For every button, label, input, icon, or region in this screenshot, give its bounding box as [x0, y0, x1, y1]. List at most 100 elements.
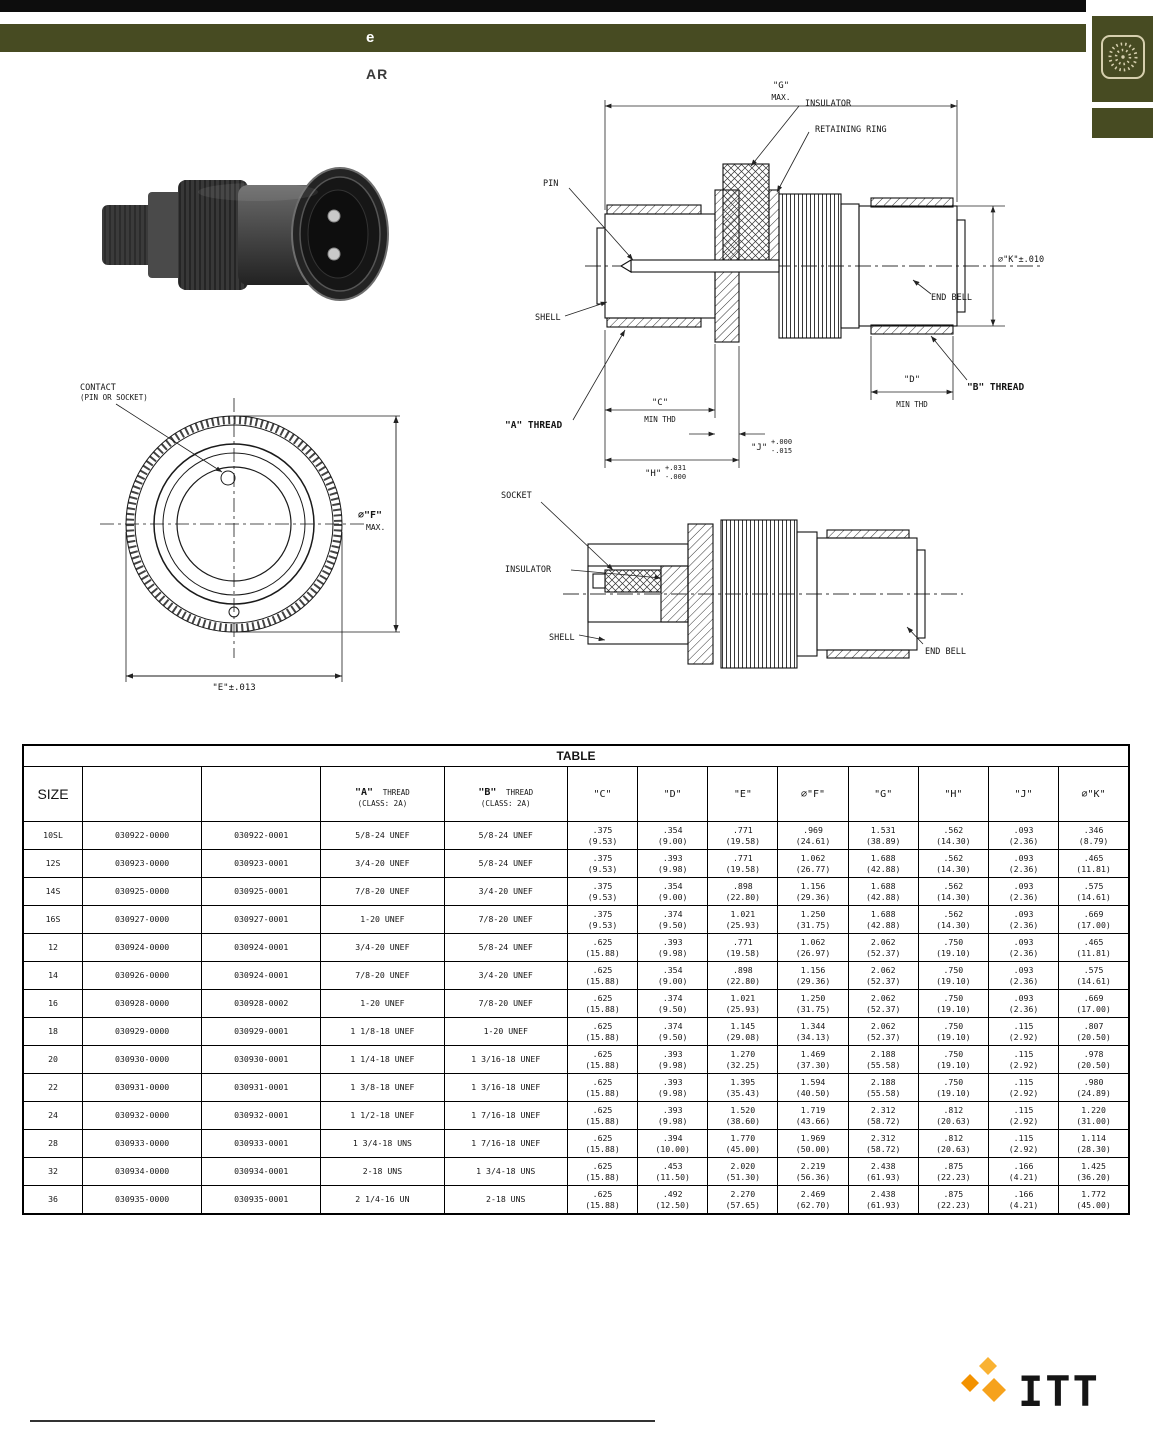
a-thread-big: "A" [355, 787, 374, 798]
header-part-number-2 [201, 766, 322, 822]
pin-section-body [596, 163, 966, 343]
table-cell: 1.531(38.89) [847, 821, 919, 850]
header-j: "J" [987, 766, 1060, 822]
table-cell: .166(4.21) [987, 1157, 1060, 1186]
table-cell: 2.062(52.37) [847, 989, 919, 1018]
table-cell: 3/4-20 UNEF [320, 933, 445, 962]
table-cell: .875(22.23) [917, 1185, 989, 1215]
table-cell: 030928-0000 [82, 989, 203, 1018]
table-cell: .625(15.88) [566, 933, 639, 962]
table-cell: .625(15.88) [566, 961, 639, 990]
table-cell: .093(2.36) [987, 877, 1060, 906]
table-cell: 1.688(42.88) [847, 877, 919, 906]
table-cell: .093(2.36) [987, 821, 1060, 850]
size-cell: 24 [22, 1101, 84, 1130]
header-c: "C" [566, 766, 639, 822]
table-cell: .625(15.88) [566, 1185, 639, 1215]
table-cell: 2.219(56.36) [777, 1157, 849, 1186]
size-cell: 18 [22, 1017, 84, 1046]
itt-logo-graphic: ITT [961, 1357, 1098, 1416]
table-cell: 2.062(52.37) [847, 961, 919, 990]
b-thread-label: "B" THREAD [967, 382, 1024, 393]
table-cell: .453(11.50) [637, 1157, 709, 1186]
k-dim-label: ∅"K"±.010 [998, 255, 1044, 265]
insulator-label: INSULATOR [505, 565, 552, 575]
table-cell: .750(19.10) [917, 1017, 989, 1046]
table-cell: .750(19.10) [917, 1045, 989, 1074]
table-cell: 030923-0001 [201, 849, 322, 878]
contact-label: CONTACT [80, 383, 116, 393]
table-cell: 5/8-24 UNEF [443, 849, 568, 878]
table-cell: 2.062(52.37) [847, 933, 919, 962]
product-photo [102, 167, 389, 301]
size-cell: 20 [22, 1045, 84, 1074]
size-cell: 28 [22, 1129, 84, 1158]
table-cell: 1.594(40.50) [777, 1073, 849, 1102]
socket-section-leaders [540, 501, 924, 645]
table-cell: 5/8-24 UNEF [443, 933, 568, 962]
header-g: "G" [847, 766, 919, 822]
e-dim-label: "E"±.013 [212, 683, 255, 693]
b-thread-word: THREAD [506, 788, 534, 797]
table-cell: 1.772(45.00) [1058, 1185, 1130, 1215]
table-cell: 1.469(37.30) [777, 1045, 849, 1074]
table-cell: .093(2.36) [987, 989, 1060, 1018]
table-cell: 1.250(31.75) [777, 989, 849, 1018]
table-cell: 1.688(42.88) [847, 849, 919, 878]
table-cell: .625(15.88) [566, 1157, 639, 1186]
table-cell: .750(19.10) [917, 933, 989, 962]
table-cell: 3/4-20 UNEF [320, 849, 445, 878]
table-cell: 2.188(55.58) [847, 1045, 919, 1074]
header-d: "D" [637, 766, 709, 822]
logo-diamond-icon [961, 1357, 1006, 1402]
table-cell: 1.425(36.20) [1058, 1157, 1130, 1186]
table-cell: 2.062(52.37) [847, 1017, 919, 1046]
table-cell: .166(4.21) [987, 1185, 1060, 1215]
table-cell: 030922-0000 [82, 821, 203, 850]
dimension-table-section: TABLE SIZE "A" THREAD (CLASS: 2A) "B" TH… [22, 744, 1130, 1215]
table-cell: 2.270(57.65) [707, 1185, 779, 1215]
series-title: AR [366, 66, 389, 82]
table-cell: 1.250(31.75) [777, 905, 849, 934]
table-cell: .750(19.10) [917, 961, 989, 990]
table-cell: .394(10.00) [637, 1129, 709, 1158]
pin-label: PIN [543, 179, 558, 189]
contact-circle [220, 470, 236, 486]
b-thread-class: (CLASS: 2A) [480, 799, 531, 808]
size-cell: 22 [22, 1073, 84, 1102]
table-cell: 030933-0001 [201, 1129, 322, 1158]
table-cell: 030935-0000 [82, 1185, 203, 1215]
a-thread-class: (CLASS: 2A) [357, 799, 408, 808]
header-k: ∅"K" [1058, 766, 1130, 822]
table-cell: 030933-0000 [82, 1129, 203, 1158]
table-cell: .354(9.00) [637, 877, 709, 906]
table-cell: 7/8-20 UNEF [320, 877, 445, 906]
photo-connector-body [102, 167, 389, 301]
table-cell: .562(14.30) [917, 905, 989, 934]
table-cell: .393(9.98) [637, 849, 709, 878]
footer-rule [30, 1420, 655, 1422]
table-cell: .375(9.53) [566, 849, 639, 878]
header-band: e [0, 24, 1086, 52]
socket-section-drawing: SOCKET INSULATOR SHELL END BELL [501, 491, 966, 669]
table-cell: 030924-0001 [201, 933, 322, 962]
table-cell: 030925-0001 [201, 877, 322, 906]
size-cell: 14 [22, 961, 84, 990]
b-thread-big: "B" [478, 787, 497, 798]
table-cell: .115(2.92) [987, 1017, 1060, 1046]
table-cell: 1.969(50.00) [777, 1129, 849, 1158]
table-cell: 2-18 UNS [443, 1185, 568, 1215]
shell-label: SHELL [535, 313, 561, 323]
table-cell: 030922-0001 [201, 821, 322, 850]
table-cell: .115(2.92) [987, 1073, 1060, 1102]
socket-label: SOCKET [501, 491, 532, 501]
table-cell: 030927-0001 [201, 905, 322, 934]
table-cell: 2.312(58.72) [847, 1129, 919, 1158]
table-cell: .625(15.88) [566, 1101, 639, 1130]
a-thread-label: "A" THREAD [505, 420, 562, 431]
table-cell: 1 1/4-18 UNEF [320, 1045, 445, 1074]
